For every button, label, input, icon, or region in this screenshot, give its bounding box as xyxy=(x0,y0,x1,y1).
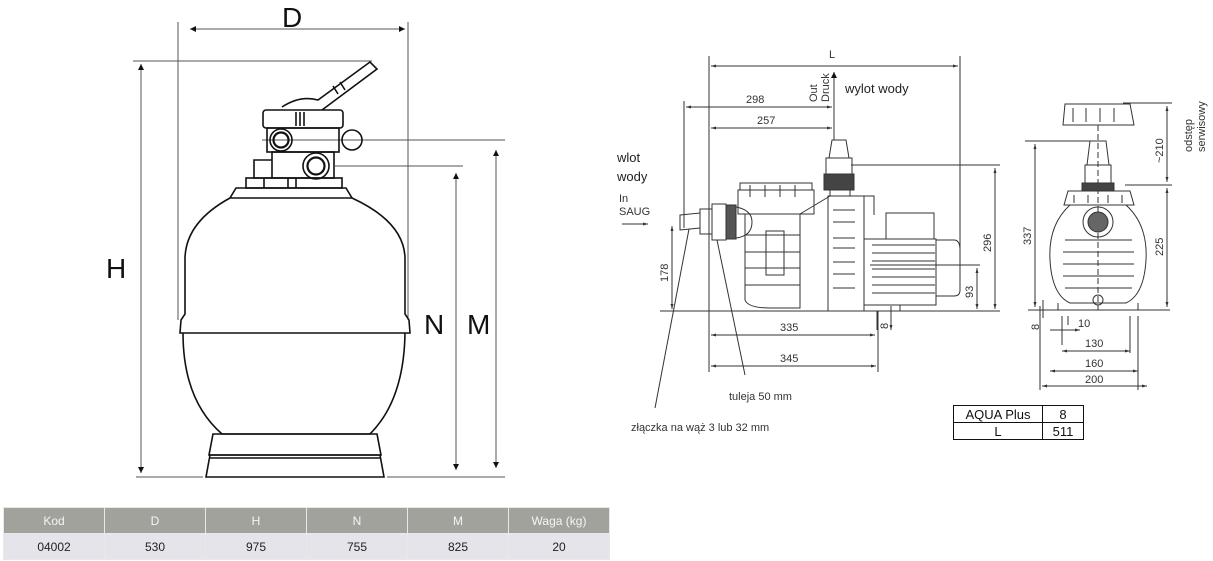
pump-side-view xyxy=(622,56,1000,409)
dim-8-front: 8 xyxy=(1030,324,1042,330)
dim-225: 225 xyxy=(1154,238,1166,256)
table-row: 04002 530 975 755 825 20 xyxy=(3,533,610,560)
header-waga: Waga (kg) xyxy=(508,507,610,534)
dim-345: 345 xyxy=(780,353,798,365)
label-druck: Druck xyxy=(820,73,832,102)
dim-210: ~210 xyxy=(1154,138,1166,163)
label-M: M xyxy=(467,309,490,340)
label-D: D xyxy=(282,2,302,33)
header-n: N xyxy=(306,507,408,534)
label-N: N xyxy=(424,309,444,340)
cell-m: 825 xyxy=(407,533,509,560)
dim-296: 296 xyxy=(982,234,994,252)
pump-model-table: AQUA Plus 8 L 511 xyxy=(953,405,1084,440)
label-sleeve: tuleja 50 mm xyxy=(729,391,792,403)
label-service-line2: serwisowy xyxy=(1196,101,1208,152)
cell-kod: 04002 xyxy=(3,533,105,560)
table-row: L 511 xyxy=(953,422,1084,440)
cell-model-value: 8 xyxy=(1042,405,1084,423)
label-saug: SAUG xyxy=(619,206,650,218)
label-inlet-line1: wlot xyxy=(616,150,641,165)
label-L-side: L xyxy=(829,49,835,61)
label-service-line1: odstęp xyxy=(1183,119,1195,152)
dim-200: 200 xyxy=(1085,374,1103,386)
filter-spec-table: Kod D H N M Waga (kg) 04002 530 975 755 … xyxy=(3,507,610,560)
dim-178: 178 xyxy=(659,264,671,282)
pump-front-view xyxy=(1025,102,1172,390)
label-out: Out xyxy=(808,84,820,102)
header-kod: Kod xyxy=(3,507,105,534)
dim-8-side: 8 xyxy=(879,323,891,329)
dim-337: 337 xyxy=(1022,227,1034,245)
cell-length-value: 511 xyxy=(1042,422,1084,440)
cell-waga: 20 xyxy=(508,533,610,560)
table-header-row: Kod D H N M Waga (kg) xyxy=(3,507,610,534)
dim-335: 335 xyxy=(780,322,798,334)
label-in: In xyxy=(619,193,628,205)
label-inlet-line2: wody xyxy=(616,169,648,184)
header-m: M xyxy=(407,507,509,534)
dim-160: 160 xyxy=(1085,358,1103,370)
header-h: H xyxy=(205,507,307,534)
cell-h: 975 xyxy=(205,533,307,560)
cell-length-label: L xyxy=(953,422,1043,440)
dim-298: 298 xyxy=(746,94,764,106)
cell-n: 755 xyxy=(306,533,408,560)
table-row: AQUA Plus 8 xyxy=(953,405,1084,423)
cell-model-name: AQUA Plus xyxy=(953,405,1043,423)
dim-93: 93 xyxy=(964,286,976,298)
header-d: D xyxy=(104,507,206,534)
sand-filter-drawing xyxy=(133,22,505,478)
label-outlet: wylot wody xyxy=(844,81,909,96)
dim-257: 257 xyxy=(757,115,775,127)
label-hose-connector: złączka na wąż 3 lub 32 mm xyxy=(631,422,769,434)
cell-d: 530 xyxy=(104,533,206,560)
label-H: H xyxy=(106,253,126,284)
dim-130: 130 xyxy=(1085,338,1103,350)
dim-10: 10 xyxy=(1078,318,1090,330)
filter-dimension-arrows xyxy=(138,26,499,473)
